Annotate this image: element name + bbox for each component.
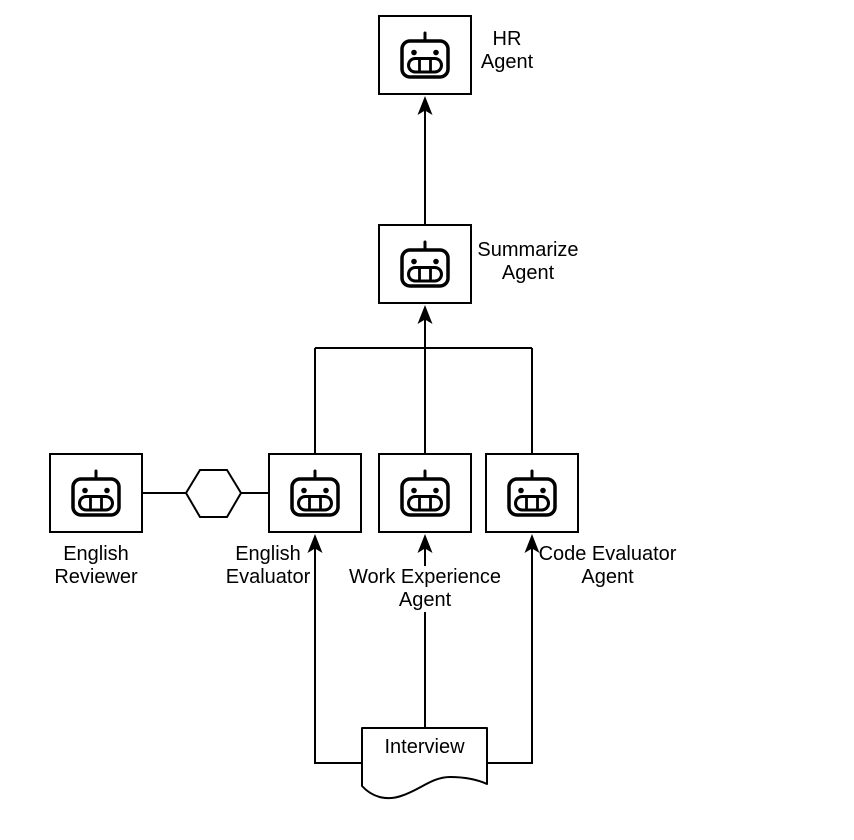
node-english-evaluator xyxy=(268,453,362,533)
robot-icon xyxy=(290,469,340,517)
node-hr-agent xyxy=(378,15,472,95)
node-summarize-agent xyxy=(378,224,472,304)
label-code-evaluator-agent: Code Evaluator Agent xyxy=(538,543,677,588)
robot-icon xyxy=(400,469,450,517)
label-interview: Interview xyxy=(384,736,465,758)
node-work-experience-agent xyxy=(378,453,472,533)
label-summarize-agent: Summarize Agent xyxy=(477,239,579,284)
label-english-reviewer: English Reviewer xyxy=(54,543,138,588)
node-code-evaluator-agent xyxy=(485,453,579,533)
hexagon-connector xyxy=(184,469,243,518)
label-work-experience-agent: Work Experience Agent xyxy=(340,566,510,612)
label-hr-agent: HR Agent xyxy=(480,28,534,73)
node-english-reviewer xyxy=(49,453,143,533)
robot-icon xyxy=(400,31,450,79)
label-english-evaluator: English Evaluator xyxy=(225,543,311,588)
robot-icon xyxy=(400,240,450,288)
arrowhead-into-summarize xyxy=(417,305,433,324)
arrowhead-into-work-experience xyxy=(417,534,433,553)
robot-icon xyxy=(507,469,557,517)
robot-icon xyxy=(71,469,121,517)
arrowhead-into-hr xyxy=(417,96,433,115)
